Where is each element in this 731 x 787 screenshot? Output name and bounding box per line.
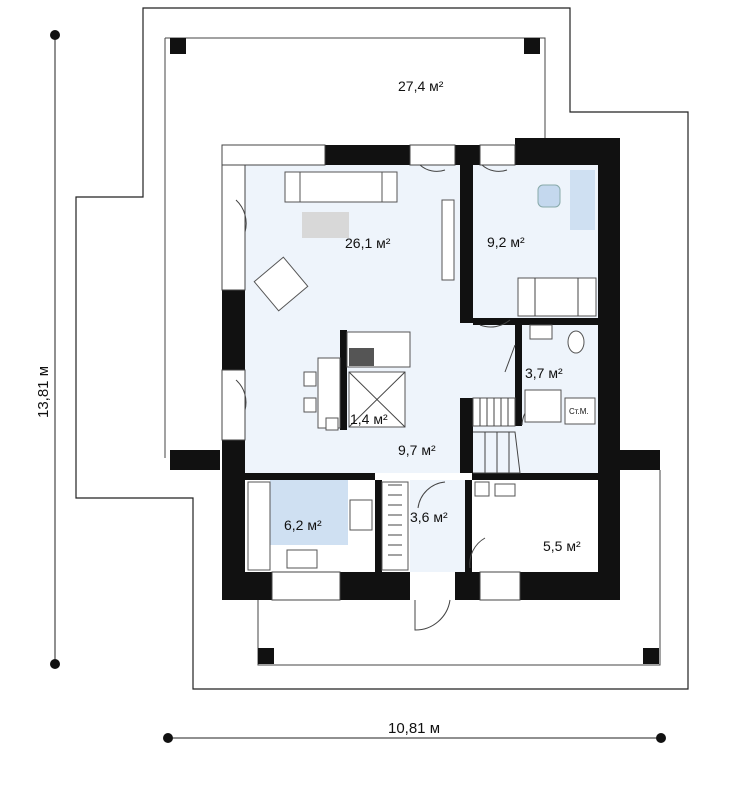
kitchen-sink	[286, 549, 318, 569]
door-swing	[417, 481, 446, 509]
door-swing	[235, 199, 247, 233]
room-area-pantry: 1,4 м²	[350, 411, 388, 427]
wall-bottom	[520, 572, 620, 600]
window	[409, 144, 456, 166]
window	[221, 164, 246, 291]
bed	[517, 277, 597, 317]
column	[170, 450, 220, 470]
wall-right	[598, 145, 620, 600]
wall-bottom	[222, 572, 272, 600]
tv-stand	[441, 199, 455, 281]
door-swing	[235, 379, 247, 411]
room-area-terrace: 27,4 м²	[398, 78, 444, 94]
kitchen-fill	[270, 480, 348, 545]
entrance-slab	[257, 470, 661, 666]
chair	[303, 397, 317, 413]
room-area-bathroom: 3,7 м²	[525, 365, 563, 381]
shower	[524, 389, 562, 423]
kitchen-counter	[247, 481, 271, 571]
door-swing	[469, 537, 486, 569]
column	[620, 450, 660, 470]
window	[479, 571, 521, 601]
cabinet-line	[348, 371, 406, 428]
hob	[349, 499, 373, 531]
room-area-living: 26,1 м²	[345, 235, 391, 251]
chair	[303, 371, 317, 387]
sink	[529, 324, 553, 340]
window	[271, 571, 341, 601]
column	[170, 38, 186, 54]
desk	[570, 170, 595, 230]
coffee-table	[302, 212, 349, 238]
wall-interior	[465, 480, 472, 572]
sofa	[284, 171, 398, 203]
entrance-door-swing	[414, 599, 451, 631]
dimension-dot	[50, 659, 60, 669]
sofa-arm	[284, 171, 301, 203]
room-area-bedroom: 9,2 м²	[487, 234, 525, 250]
washing-machine	[564, 397, 596, 425]
wall-interior	[460, 398, 473, 473]
width-dimension-label: 10,81 м	[388, 720, 440, 737]
chair-bedroom	[537, 184, 561, 208]
wall-interior	[375, 480, 382, 572]
wall-interior	[340, 330, 347, 430]
door-swing	[419, 164, 446, 172]
site-outline	[75, 7, 689, 690]
wall-interior	[245, 473, 375, 480]
stove-top	[349, 348, 374, 366]
boiler	[474, 481, 490, 497]
wall-interior	[473, 318, 598, 325]
column	[258, 648, 274, 664]
room-area-entrance: 3,6 м²	[410, 509, 448, 525]
height-dimension-label: 13,81 м	[35, 366, 52, 418]
window	[479, 144, 516, 166]
room-area-utility: 5,5 м²	[543, 538, 581, 554]
sofa-arm	[381, 171, 398, 203]
window	[221, 144, 326, 166]
dimension-dot	[656, 733, 666, 743]
utility-sink	[494, 483, 516, 497]
window	[221, 369, 246, 441]
wall-interior	[472, 473, 598, 480]
wall-interior	[515, 318, 522, 426]
wall-top	[325, 145, 410, 165]
wall-bottom	[340, 572, 410, 600]
dimension-dot	[163, 733, 173, 743]
armchair	[253, 256, 309, 312]
terrace-slab	[165, 37, 546, 138]
entrance-fill	[410, 480, 465, 572]
door-swing	[479, 319, 511, 328]
toilet	[567, 330, 585, 354]
stairs	[472, 397, 521, 474]
chair	[325, 417, 339, 431]
wall-bottom	[455, 572, 480, 600]
appliance-label: Ст.М.	[569, 407, 589, 416]
door-swing	[504, 344, 516, 373]
dimension-dot	[50, 30, 60, 40]
room-area-kitchen: 6,2 м²	[284, 517, 322, 533]
column	[524, 38, 540, 54]
wall-left	[222, 440, 245, 600]
wall-left	[222, 290, 245, 370]
room-area-hall: 9,7 м²	[398, 442, 436, 458]
column	[643, 648, 659, 664]
wall-interior	[460, 145, 473, 323]
wardrobe	[381, 481, 409, 571]
door-swing	[481, 164, 508, 172]
